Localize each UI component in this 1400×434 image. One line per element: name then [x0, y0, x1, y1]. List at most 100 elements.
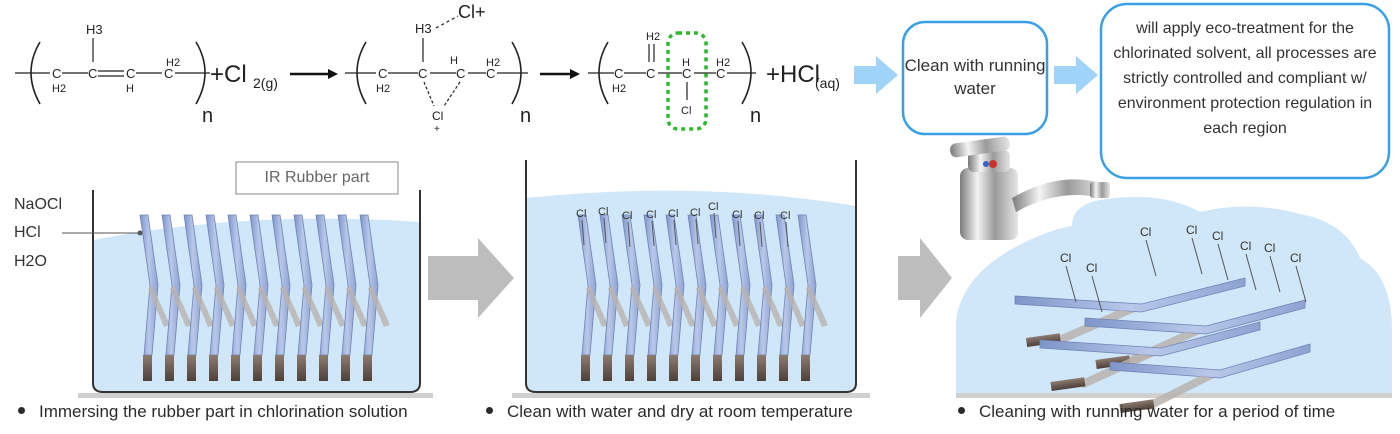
rubber-strip [731, 214, 762, 381]
repeat-n: n [520, 105, 531, 127]
plus-cl2: +Cl [210, 61, 247, 88]
rubber-strip [249, 214, 280, 381]
ir-rubber-part-label: IR Rubber part [264, 169, 370, 186]
carbon-atom: C [378, 66, 387, 81]
h-label: H [450, 55, 458, 67]
rubber-strip [315, 214, 346, 381]
rubber-strip [775, 214, 806, 381]
carbon-atom: C [52, 66, 61, 81]
rubber-strip [643, 214, 674, 381]
rubber-strip [797, 214, 828, 381]
h2-label: H2 [716, 57, 730, 69]
ir-rubber-part-label-box [235, 161, 399, 195]
stage3-caption-text: Cleaning with running water for a period… [979, 402, 1336, 421]
rubber-strip [271, 214, 302, 381]
carbon-atom: C [682, 66, 691, 81]
plus-hcl: +HCl [766, 61, 820, 88]
rubber-strip [709, 214, 740, 381]
chlorinated-site-highlight [666, 31, 708, 131]
h-label: H [682, 57, 690, 69]
rubber-parts-stage2 [577, 214, 828, 381]
rubber-strip [1039, 321, 1261, 391]
rubber-strip [753, 214, 784, 381]
rubber-parts-stage3 [1014, 277, 1311, 413]
stage1-caption: Immersing the rubber part in chlorinatio… [18, 402, 408, 422]
polyisoprene-unit: C H2 C H3 C H C H2 n [15, 22, 213, 127]
rubber-strip [205, 214, 236, 381]
cl-tag: Cl [1060, 251, 1071, 265]
carbon-atom: C [646, 66, 655, 81]
carbon-atom: C [88, 66, 97, 81]
cl-tag: Cl [622, 210, 632, 222]
h2-label: H2 [376, 83, 390, 95]
carbon-atom: C [126, 66, 135, 81]
stage3-caption: Cleaning with running water for a period… [958, 402, 1335, 422]
rubber-strip [621, 214, 652, 381]
carbon-atom: C [418, 66, 427, 81]
clean-with-water-box [901, 20, 1049, 136]
cl-tag: Cl [668, 208, 678, 220]
rubber-strip [665, 214, 696, 381]
chemical-h2o: H2O [14, 253, 47, 270]
blue-flow-arrow [854, 56, 898, 94]
stage2-caption-text: Clean with water and dry at room tempera… [507, 402, 853, 421]
chemical-hcl: HCl [14, 224, 41, 241]
hcl-subscript: (aq) [815, 75, 840, 91]
cl-tag: Cl [1086, 261, 1097, 275]
cl-tag: Cl [576, 208, 586, 220]
reaction-equation: C H2 C H3 C H C H2 n +Cl 2(g) C H2 [15, 2, 840, 135]
h2-label: H2 [612, 83, 626, 95]
h2-label: H2 [52, 83, 66, 95]
eco-treatment-text: will apply eco-treatment for the chlorin… [1113, 20, 1377, 137]
cl-plus-label: Cl+ [458, 2, 486, 22]
rubber-parts-stage1 [139, 214, 390, 381]
rubber-strip [293, 214, 324, 381]
gray-process-arrow [428, 238, 514, 318]
rubber-strip [577, 214, 608, 381]
rubber-strip [161, 214, 192, 381]
h3-label: H3 [415, 21, 432, 36]
rubber-strip [337, 214, 368, 381]
rubber-strip [599, 214, 630, 381]
blue-flow-arrow [1054, 56, 1098, 94]
stage1-caption-text: Immersing the rubber part in chlorinatio… [39, 402, 408, 421]
cl-tag: Cl [732, 209, 742, 221]
h2-label: H2 [646, 31, 660, 43]
chemical-naocl: NaOCl [14, 196, 63, 213]
cl-atom: Cl [681, 105, 691, 117]
rubber-strip [183, 214, 214, 381]
h-label: H [126, 83, 134, 95]
bridging-cl: Cl [432, 109, 443, 123]
carbon-atom: C [486, 66, 495, 81]
carbon-atom: C [614, 66, 623, 81]
rubber-strip [359, 214, 390, 381]
cl-tag: Cl [646, 209, 656, 221]
rubber-strip [1109, 343, 1311, 413]
cl-tag: Cl [780, 210, 790, 222]
faucet-icon [950, 136, 1110, 240]
cl-tag: Cl [1212, 229, 1223, 243]
h2-label: H2 [166, 57, 180, 69]
rubber-strip [139, 214, 170, 381]
carbon-atom: C [456, 66, 465, 81]
cl-tag: Cl [1290, 251, 1301, 265]
clean-with-water-text: Clean with running water [904, 56, 1046, 98]
repeat-n: n [750, 105, 761, 127]
rubber-strip [687, 214, 718, 381]
cl-tag: Cl [708, 201, 718, 213]
plus-charge: + [434, 124, 440, 135]
cl-tag: Cl [1240, 239, 1251, 253]
chloronium-intermediate: C H2 C H3 Cl+ C H Cl + C H2 n [345, 2, 531, 135]
cl-tag: Cl [1186, 223, 1197, 237]
cl-tag: Cl [1140, 225, 1151, 239]
chlorinated-product: C H2 C H2 C H Cl C H2 n [588, 31, 761, 131]
cl-tag: Cl [754, 210, 764, 222]
cl2-subscript: 2(g) [253, 75, 278, 91]
carbon-atom: C [164, 66, 173, 81]
h3-label: H3 [86, 22, 103, 37]
stage1-tank [62, 161, 433, 398]
carbon-atom: C [716, 66, 725, 81]
